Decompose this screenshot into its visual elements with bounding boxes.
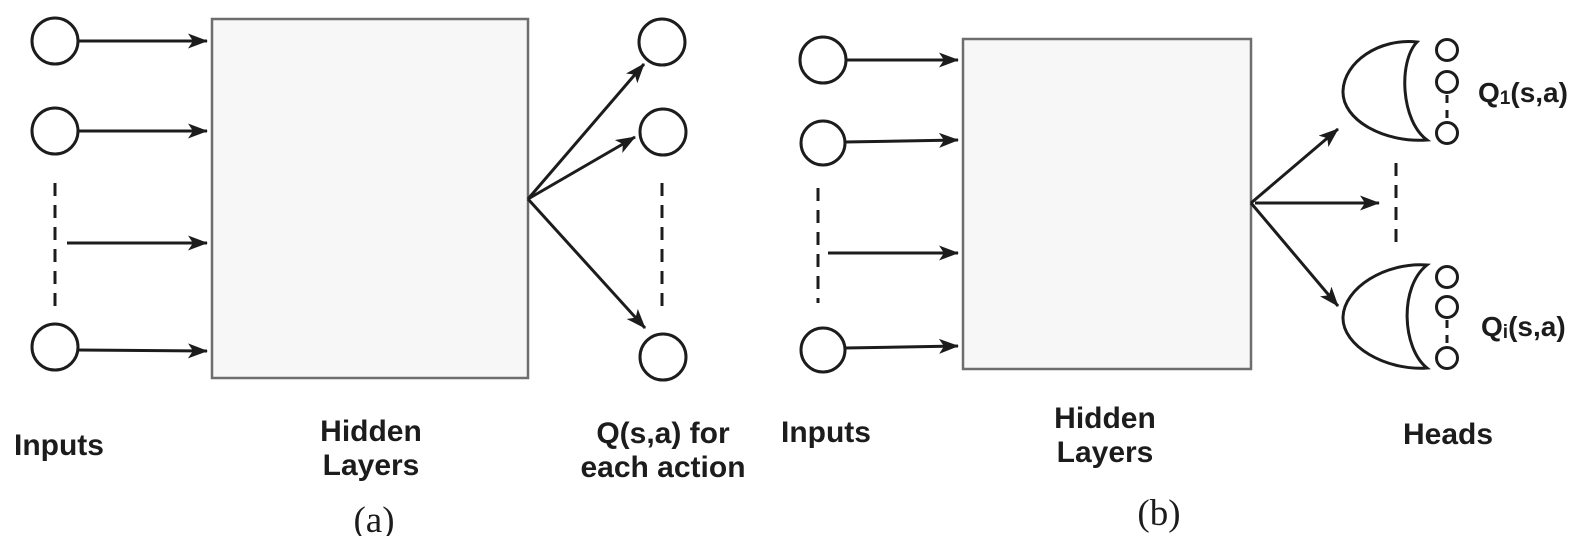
b-head-arrow-top (1250, 127, 1339, 205)
b-head-bottom-shape (1341, 263, 1431, 370)
b-head-bottom-node-3 (1435, 346, 1459, 370)
q-base: Q (1478, 77, 1500, 108)
a-hidden-layers-label: Hidden Layers (320, 415, 422, 482)
b-caption: (b) (1137, 493, 1181, 534)
q-args: (s,a) (1510, 77, 1568, 108)
q-base: Q (1481, 311, 1503, 342)
a-output-arrow-2 (527, 135, 636, 201)
a-input-node-3 (30, 322, 80, 372)
a-output-arrow-1 (526, 63, 646, 200)
a-output-arrow-3 (526, 197, 647, 330)
b-inputs-label: Inputs (781, 416, 871, 449)
b-input-node-2 (799, 119, 847, 167)
b-input-node-1 (798, 35, 848, 85)
b-head-top-node-2 (1435, 70, 1459, 94)
a-output-node-1 (637, 17, 687, 67)
q-subscript: i (1502, 321, 1509, 343)
a-caption: (a) (353, 500, 395, 536)
b-head-top-shape (1341, 40, 1432, 142)
b-input-arrow-4 (844, 338, 959, 354)
b-hidden-layers-box (961, 37, 1253, 371)
b-head-top-q-label: Q1(s,a) (1478, 77, 1568, 110)
a-input-node-1 (30, 16, 80, 66)
b-head-bottom-node-1 (1435, 265, 1459, 289)
b-hidden-layers-label: Hidden Layers (1054, 402, 1156, 469)
q-subscript: 1 (1499, 87, 1511, 109)
a-input-node-2 (30, 106, 80, 156)
b-head-top-node-3 (1435, 121, 1459, 145)
b-input-node-3 (799, 326, 847, 374)
a-output-node-2 (638, 107, 688, 157)
b-head-bottom-q-label: Qi(s,a) (1481, 311, 1566, 344)
b-head-top-node-1 (1435, 38, 1459, 62)
a-outputs-label: Q(s,a) for each action (580, 417, 746, 484)
b-head-bottom-node-2 (1435, 295, 1459, 319)
a-inputs-label: Inputs (14, 429, 104, 462)
b-heads-label: Heads (1402, 418, 1494, 451)
a-hidden-layers-box (210, 17, 530, 380)
b-head-arrow-bottom (1249, 202, 1340, 307)
b-input-arrow-2 (844, 132, 959, 148)
q-args: (s,a) (1508, 311, 1566, 342)
a-input-arrow-4 (77, 343, 208, 359)
a-output-node-3 (638, 332, 688, 382)
